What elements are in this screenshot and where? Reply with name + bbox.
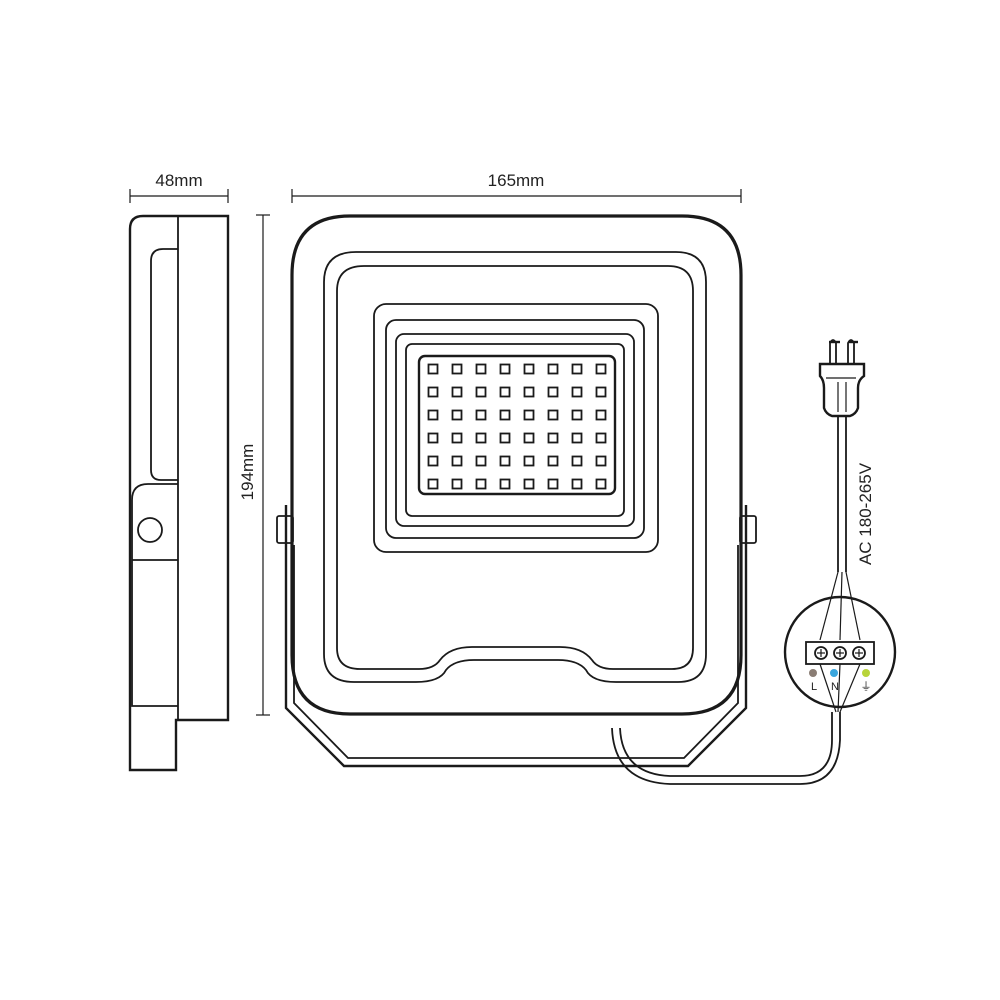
led-chip	[523, 455, 535, 467]
led-chip	[499, 363, 511, 375]
led-chip	[427, 409, 439, 421]
led-chip	[595, 432, 607, 444]
led-chip	[475, 455, 487, 467]
housing-inner-frame	[323, 251, 707, 683]
housing-outline	[290, 214, 743, 716]
led-chip	[427, 478, 439, 490]
led-chip	[595, 478, 607, 490]
led-chip	[547, 478, 559, 490]
bracket-knob-icon	[137, 517, 163, 543]
led-chip	[475, 432, 487, 444]
led-chip	[451, 363, 463, 375]
led-chip	[523, 363, 535, 375]
mounting-bracket	[276, 505, 757, 768]
height-label: 194mm	[238, 444, 257, 501]
plug-prong-right	[847, 339, 855, 364]
voltage-label: AC 180-265V	[856, 462, 875, 565]
led-chip	[547, 409, 559, 421]
terminal-label-live: L	[811, 681, 817, 693]
terminal-block-detail: L N ⏚	[783, 571, 897, 713]
led-chip	[475, 409, 487, 421]
led-chip	[451, 455, 463, 467]
led-chip	[547, 455, 559, 467]
led-chip	[571, 409, 583, 421]
power-plug	[818, 339, 866, 418]
led-chip	[451, 432, 463, 444]
led-chip	[499, 432, 511, 444]
led-chip	[427, 363, 439, 375]
led-chip	[427, 455, 439, 467]
led-chip	[571, 478, 583, 490]
depth-label: 48mm	[155, 171, 202, 190]
led-chip	[547, 386, 559, 398]
led-chip	[427, 386, 439, 398]
led-chip	[571, 455, 583, 467]
dimension-height: 194mm	[238, 214, 270, 716]
led-chip	[475, 478, 487, 490]
wire-dot-live	[809, 669, 817, 677]
led-panel	[373, 303, 659, 553]
dimension-depth: 48mm	[129, 171, 229, 203]
terminal-detail-circle	[783, 595, 897, 709]
led-chip	[571, 363, 583, 375]
wire-dot-neutral	[830, 669, 838, 677]
led-chip	[475, 363, 487, 375]
led-chip	[523, 409, 535, 421]
led-chip	[499, 386, 511, 398]
led-chip	[547, 363, 559, 375]
wire-dot-earth	[862, 669, 870, 677]
plug-body	[818, 362, 866, 418]
led-chip	[427, 432, 439, 444]
led-chip	[523, 386, 535, 398]
led-chip	[451, 409, 463, 421]
earth-symbol-icon: ⏚	[861, 680, 872, 693]
side-view	[128, 214, 230, 772]
front-view	[276, 214, 841, 785]
width-label: 165mm	[488, 171, 545, 190]
led-chip	[571, 432, 583, 444]
plug-prong-left	[829, 339, 837, 364]
led-chip	[499, 478, 511, 490]
led-chip	[547, 432, 559, 444]
terminal-screw-l	[814, 646, 828, 660]
cable-outer	[611, 712, 841, 785]
led-chip	[475, 386, 487, 398]
led-chip-grid	[427, 363, 607, 490]
terminal-label-neutral: N	[831, 681, 839, 693]
led-chip	[499, 409, 511, 421]
led-chip	[523, 478, 535, 490]
dimension-width: 165mm	[291, 171, 742, 203]
led-chip	[499, 455, 511, 467]
led-chip	[595, 363, 607, 375]
led-chip	[595, 455, 607, 467]
terminal-screw-n	[833, 646, 847, 660]
cable-inner	[619, 712, 833, 777]
led-chip	[451, 478, 463, 490]
led-chip	[451, 386, 463, 398]
led-chip	[523, 432, 535, 444]
led-chip	[595, 409, 607, 421]
led-chip	[571, 386, 583, 398]
terminal-screw-earth	[852, 646, 866, 660]
led-chip	[595, 386, 607, 398]
